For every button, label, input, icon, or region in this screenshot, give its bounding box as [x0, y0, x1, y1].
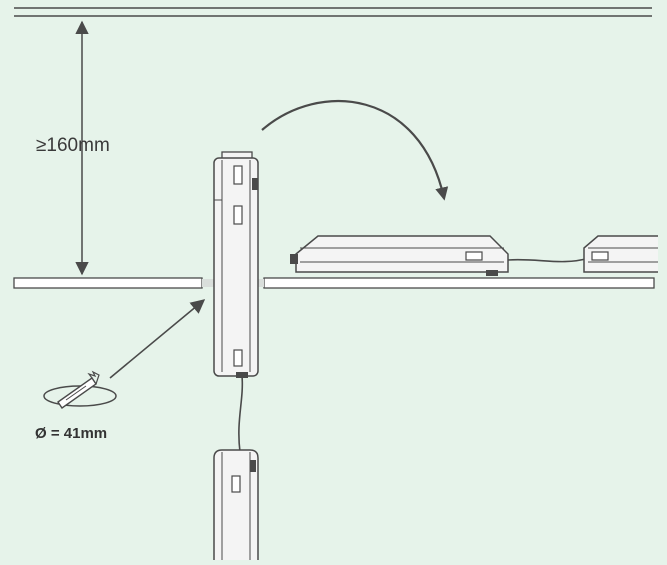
cable-connector	[507, 257, 591, 263]
pointer-arrow-icon	[109, 299, 206, 379]
device-lower	[213, 449, 259, 560]
hole-saw-icon	[43, 370, 117, 409]
device-flat-secondary	[583, 235, 658, 273]
countertop	[13, 277, 655, 289]
ceiling	[14, 7, 652, 17]
curved-arrow-icon	[261, 100, 449, 201]
clearance-label: ≥160mm	[36, 135, 110, 156]
device-upright	[213, 151, 259, 378]
device-flat	[290, 235, 509, 276]
hole-diameter-label: Ø = 41mm	[35, 425, 108, 442]
cable-lower	[238, 375, 244, 453]
